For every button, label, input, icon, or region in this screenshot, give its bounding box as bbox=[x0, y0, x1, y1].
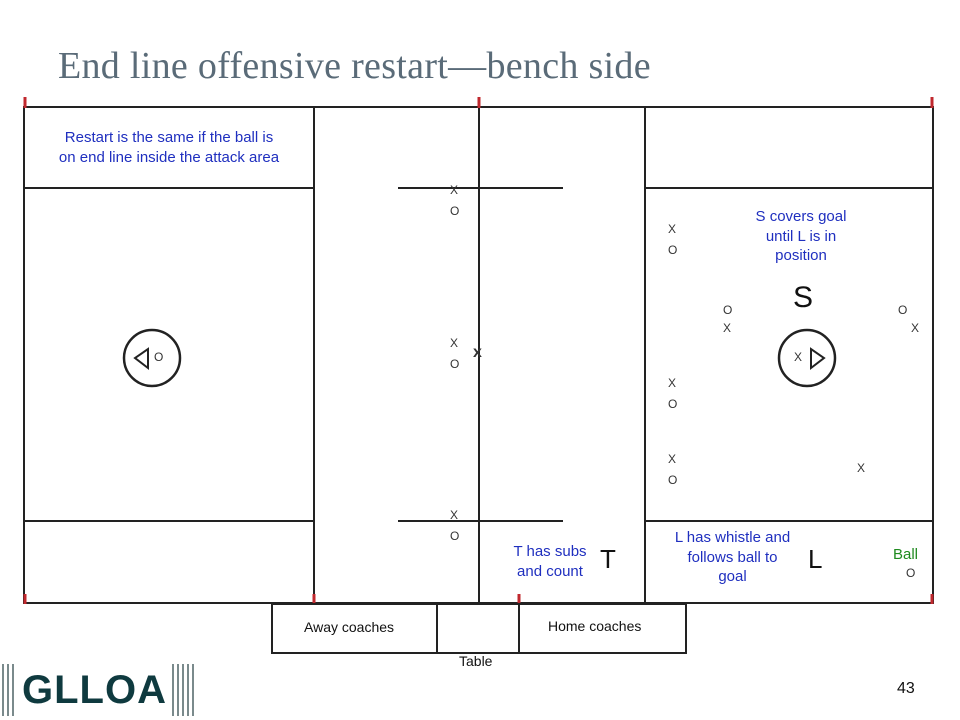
right-goal bbox=[810, 347, 826, 371]
mid-top-x: X bbox=[450, 183, 459, 197]
field-ticks bbox=[23, 97, 934, 604]
right-col1-x: X bbox=[668, 222, 677, 236]
glloa-logo: GLLOA bbox=[22, 668, 167, 712]
right-col2-o: O bbox=[668, 397, 678, 411]
official-t: T bbox=[600, 544, 616, 574]
official-l: L bbox=[808, 544, 823, 574]
attack-right-o: O bbox=[898, 303, 908, 317]
center-x-small: x bbox=[473, 344, 482, 361]
goalie-o-left: O bbox=[154, 350, 164, 364]
restart-note: Restart is the same if the ball is on en… bbox=[58, 129, 280, 166]
ball-label: Ball bbox=[893, 546, 919, 563]
table-label: Table bbox=[459, 653, 493, 669]
mid-center-x: X bbox=[450, 336, 459, 350]
mid-center-o: O bbox=[450, 357, 460, 371]
page-title: End line offensive restart—bench side bbox=[58, 45, 651, 87]
right-goal-crease bbox=[777, 328, 837, 388]
right-col1-o: O bbox=[668, 243, 678, 257]
t-note: T has subs and count bbox=[513, 543, 587, 580]
logo-stripes bbox=[2, 664, 194, 716]
right-col3-x: X bbox=[668, 452, 677, 466]
official-s: S bbox=[793, 281, 814, 314]
attack-left-x: X bbox=[723, 321, 732, 335]
s-note: S covers goal until L is in position bbox=[755, 208, 847, 264]
right-col3-o: O bbox=[668, 473, 678, 487]
right-col2-x: X bbox=[668, 376, 677, 390]
coaches-area bbox=[271, 603, 687, 654]
away-coaches-label: Away coaches bbox=[304, 619, 395, 635]
attack-right-x: X bbox=[911, 321, 920, 335]
page-number: 43 bbox=[897, 680, 915, 697]
goalie-x-right: X bbox=[794, 350, 803, 364]
ball-marker: O bbox=[906, 566, 916, 580]
attack-lower-x: X bbox=[857, 461, 866, 475]
l-note: L has whistle and follows ball to goal bbox=[674, 529, 791, 585]
left-goal-crease bbox=[122, 328, 182, 388]
mid-top-o: O bbox=[450, 204, 460, 218]
left-goal bbox=[133, 347, 149, 371]
mid-bottom-x: X bbox=[450, 508, 459, 522]
mid-bottom-o: O bbox=[450, 529, 460, 543]
attack-left-o: O bbox=[723, 303, 733, 317]
home-coaches-label: Home coaches bbox=[548, 618, 642, 634]
